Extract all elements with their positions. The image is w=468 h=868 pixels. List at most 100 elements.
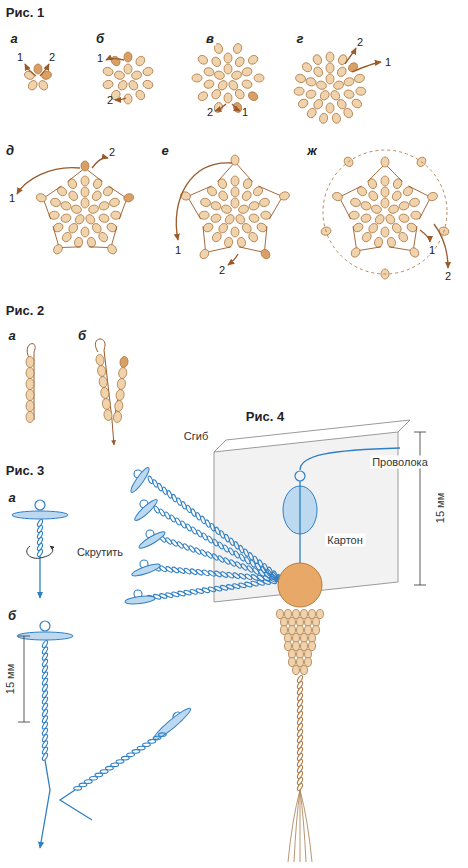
- bead: [106, 243, 118, 256]
- bead: [231, 155, 239, 165]
- callout-number: 2: [47, 51, 57, 64]
- thread: [408, 186, 430, 219]
- sequin: [151, 706, 193, 743]
- twisted-wire: [296, 783, 303, 792]
- subfigure-letter: в: [204, 31, 216, 46]
- thread: [95, 339, 114, 445]
- thread: [420, 230, 430, 242]
- bead: [102, 398, 111, 410]
- bead: [26, 412, 34, 423]
- bead: [343, 76, 355, 87]
- bead: [220, 204, 232, 215]
- sequin: [12, 511, 68, 519]
- bead: [210, 55, 222, 68]
- bead: [242, 177, 253, 189]
- bead: [203, 79, 215, 90]
- bead: [259, 248, 271, 261]
- thread: [53, 226, 81, 247]
- bead: [127, 79, 139, 92]
- bead: [392, 177, 403, 189]
- bead: [398, 213, 410, 224]
- callout-number: 1: [427, 244, 437, 257]
- bead: [95, 354, 104, 366]
- bead: [278, 191, 290, 202]
- bead: [67, 177, 78, 189]
- bead: [142, 79, 154, 90]
- bead: [351, 98, 364, 110]
- bead: [281, 626, 288, 635]
- bead: [134, 55, 146, 68]
- thread: [339, 186, 361, 219]
- bead: [326, 52, 334, 62]
- bead: [241, 66, 253, 77]
- thread: [92, 158, 108, 168]
- thread: [17, 168, 80, 194]
- thread: [39, 556, 40, 598]
- subfigure-letter: б: [6, 608, 18, 623]
- bead: [301, 666, 308, 675]
- bead: [234, 88, 246, 101]
- bead: [26, 357, 34, 368]
- bead: [26, 401, 34, 412]
- bead: [81, 176, 89, 186]
- callout-number: 1: [173, 244, 183, 257]
- bead: [305, 626, 312, 635]
- subfigure-letter: а: [6, 328, 17, 343]
- bead: [203, 66, 215, 77]
- bead: [254, 74, 264, 82]
- note-label: 15 мм: [434, 491, 447, 525]
- bead: [102, 66, 114, 77]
- bead: [52, 243, 64, 256]
- bead: [232, 101, 243, 113]
- bead: [211, 231, 223, 244]
- subfigure-letter: б: [76, 328, 88, 343]
- bead: [289, 626, 296, 635]
- bead: [217, 189, 229, 202]
- bead: [210, 213, 222, 224]
- bead: [248, 200, 260, 211]
- thread: [203, 226, 231, 252]
- bead: [381, 198, 389, 208]
- bead: [289, 658, 296, 667]
- bead: [98, 213, 110, 224]
- bead: [342, 107, 354, 120]
- bead: [305, 76, 317, 87]
- thread: [299, 481, 300, 563]
- bead: [217, 177, 228, 189]
- bead: [297, 658, 304, 667]
- bead: [231, 70, 243, 81]
- bead: [113, 70, 125, 81]
- sequin: [129, 466, 152, 495]
- bead: [102, 79, 114, 90]
- thread: [106, 59, 124, 61]
- bead: [293, 666, 300, 675]
- bead: [408, 197, 420, 208]
- bead: [319, 113, 329, 124]
- subfigure-letter: а: [8, 31, 19, 46]
- figure-title: Рис. 1: [4, 5, 46, 20]
- thread: [294, 790, 300, 862]
- bead: [305, 89, 317, 100]
- bead: [224, 93, 232, 103]
- bead: [427, 191, 439, 202]
- bead: [213, 70, 225, 81]
- thread: [288, 790, 300, 862]
- bead: [295, 73, 307, 84]
- bead: [293, 642, 300, 651]
- bead: [309, 610, 316, 619]
- bead: [402, 185, 415, 198]
- figure-1: [17, 43, 450, 279]
- figure-2: [26, 339, 129, 445]
- bead: [27, 79, 39, 92]
- note-label: Проволока: [370, 456, 430, 469]
- callout-number: 1: [383, 56, 393, 69]
- bead: [391, 189, 403, 202]
- thread: [215, 104, 226, 111]
- bead: [247, 231, 259, 244]
- thread: [353, 226, 381, 251]
- thread: [89, 226, 117, 247]
- bead: [198, 248, 210, 261]
- bead: [81, 161, 89, 171]
- bead: [309, 642, 316, 651]
